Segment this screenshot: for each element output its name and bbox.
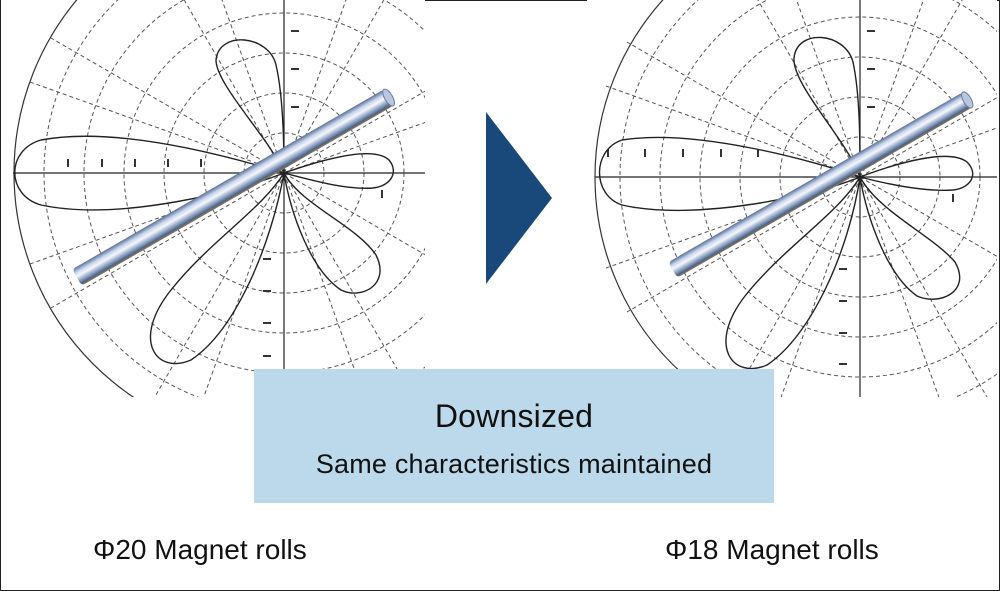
caption-phi20: Φ20 Magnet rolls bbox=[93, 534, 307, 565]
polar-plot-phi20-svg bbox=[13, 0, 425, 397]
magnet-roll-icon bbox=[669, 91, 974, 277]
right-triangle-arrow-icon bbox=[486, 112, 552, 284]
polar-plot-phi18-svg bbox=[594, 0, 997, 397]
polar-plot-phi20 bbox=[1, 0, 425, 397]
callout-subtitle: Same characteristics maintained bbox=[315, 449, 713, 479]
pole-curve bbox=[14, 39, 394, 365]
downsized-callout: Downsized Same characteristics maintaine… bbox=[254, 369, 774, 503]
polar-plot-phi18 bbox=[587, 0, 997, 397]
caption-phi18: Φ18 Magnet rolls bbox=[665, 534, 879, 565]
polar-grid bbox=[594, 0, 997, 397]
magnet-roll-icon bbox=[73, 88, 396, 285]
callout-title: Downsized bbox=[434, 398, 594, 434]
pole-curve bbox=[598, 36, 974, 370]
